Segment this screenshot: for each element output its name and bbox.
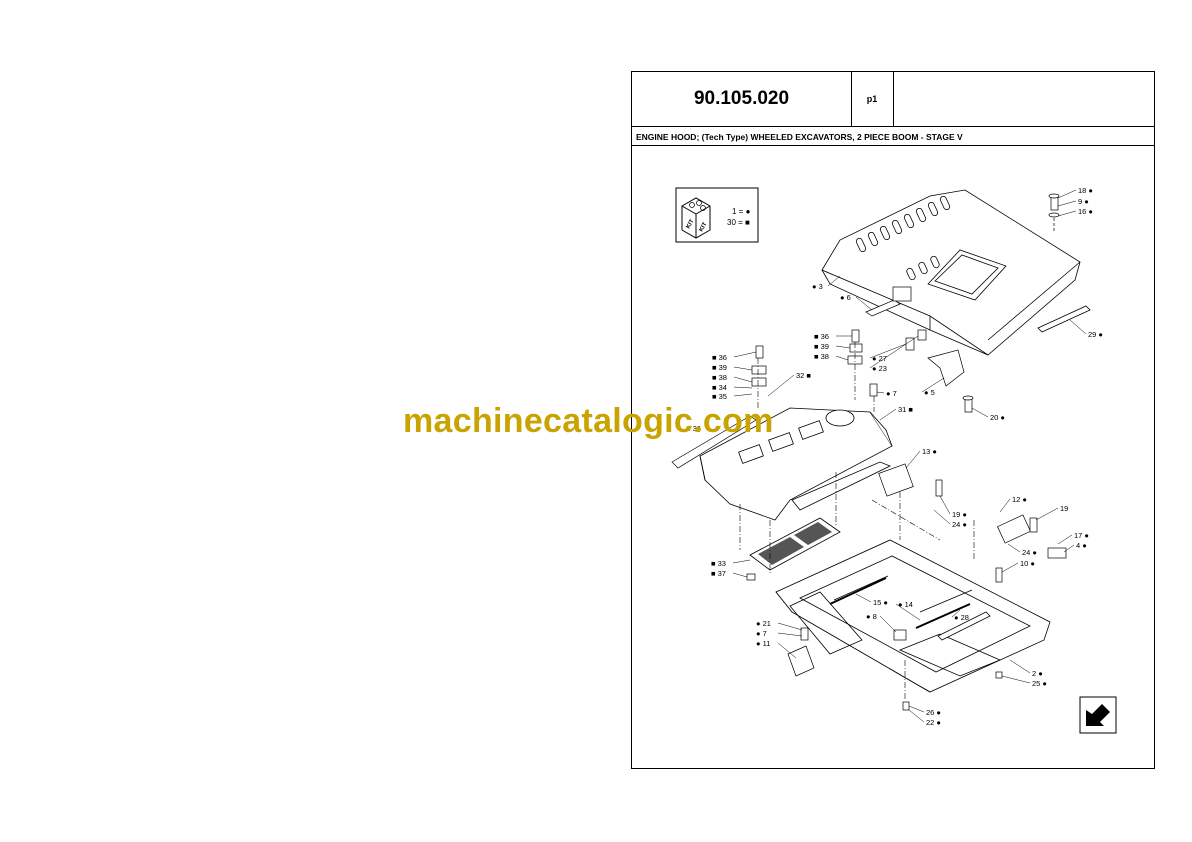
callout: 15 ● <box>873 598 888 607</box>
callout: ■ 34 <box>712 383 727 392</box>
callout: 26 ● <box>926 708 941 717</box>
callout: 17 ● <box>1074 531 1089 540</box>
callout: ■ 36 <box>814 332 829 341</box>
callout: ■ 38 <box>814 352 829 361</box>
part-group-code: 90.105.020 <box>632 72 852 126</box>
callout: 13 ● <box>922 447 937 456</box>
callout: ■ 33 <box>711 559 726 568</box>
callout: ● 23 <box>872 364 887 373</box>
kit-box-icon: KIT KIT <box>681 197 711 239</box>
base-frame <box>775 539 1051 693</box>
callout: ■ 35 <box>712 392 727 401</box>
seal-strip <box>1037 305 1091 333</box>
callout: 22 ● <box>926 718 941 727</box>
callout: 19 <box>1060 504 1068 513</box>
callout: ■ 36 <box>686 424 701 433</box>
callout: ● 11 <box>756 639 770 648</box>
kit-legend: KIT KIT 1 = ● 30 = ■ <box>675 187 759 243</box>
callout: ● 8 <box>866 612 877 621</box>
callout: 32 ■ <box>796 371 811 380</box>
callout: 2 ● <box>1032 669 1043 678</box>
callout: ● 14 <box>898 600 913 609</box>
next-page-arrow-icon[interactable] <box>1079 696 1117 734</box>
kit-icon-text-right: KIT <box>699 221 709 233</box>
lower-cover <box>699 407 893 521</box>
callout: 24 ● <box>952 520 967 529</box>
assembly-guide-lines <box>739 342 975 700</box>
callout: ■ 39 <box>814 342 829 351</box>
kit-legend-line2: 30 = ■ <box>727 218 750 227</box>
callout: 31 ■ <box>898 405 913 414</box>
kit-icon-text-left: KIT <box>686 218 696 230</box>
callout: ■ 38 <box>712 373 727 382</box>
callout: ● 6 <box>840 293 851 302</box>
callout: 20 ● <box>990 413 1005 422</box>
side-bracket <box>671 329 878 469</box>
callout: ■ 39 <box>712 363 727 372</box>
mesh-screen <box>746 517 841 581</box>
leader-lines <box>732 189 1087 723</box>
callout: ● 27 <box>872 354 887 363</box>
parts-sheet: 90.105.020 p1 ENGINE HOOD; (Tech Type) W… <box>631 71 1155 769</box>
hood-vent-slots <box>855 195 951 281</box>
callout: 12 ● <box>1012 495 1027 504</box>
callout: 25 ● <box>1032 679 1047 688</box>
callout: ● 3 <box>812 282 823 291</box>
callout: ● 7 <box>886 389 897 398</box>
hood-brackets <box>865 286 974 413</box>
hood-bolt-assembly <box>1048 193 1060 232</box>
callout: 4 ● <box>1076 541 1087 550</box>
callout: 29 ● <box>1088 330 1103 339</box>
hinge-and-rods <box>787 463 1067 711</box>
callout: ■ 36 <box>712 353 727 362</box>
page-number: p1 <box>851 72 894 126</box>
callout: 10 ● <box>1020 559 1035 568</box>
callout: 16 ● <box>1078 207 1093 216</box>
callout: ● 7 <box>756 629 767 638</box>
sheet-title: ENGINE HOOD; (Tech Type) WHEELED EXCAVAT… <box>632 126 1154 146</box>
callout: ■ 37 <box>711 569 726 578</box>
callout: 24 ● <box>1022 548 1037 557</box>
callout: 18 ● <box>1078 186 1093 195</box>
callout: 9 ● <box>1078 197 1089 206</box>
kit-legend-line1: 1 = ● <box>732 207 751 216</box>
watermark-text: machinecatalogic.com <box>403 402 774 440</box>
engine-hood <box>821 189 1081 356</box>
callout: ● 28 <box>954 613 969 622</box>
callout: 19 ● <box>952 510 967 519</box>
callout: ● 21 <box>756 619 771 628</box>
callout-labels: 18 ● 9 ● 16 ● ● 3 ● 6 29 ● ■ 36 ■ 39 ■ 3… <box>686 186 1103 727</box>
callout: ● 5 <box>924 388 935 397</box>
